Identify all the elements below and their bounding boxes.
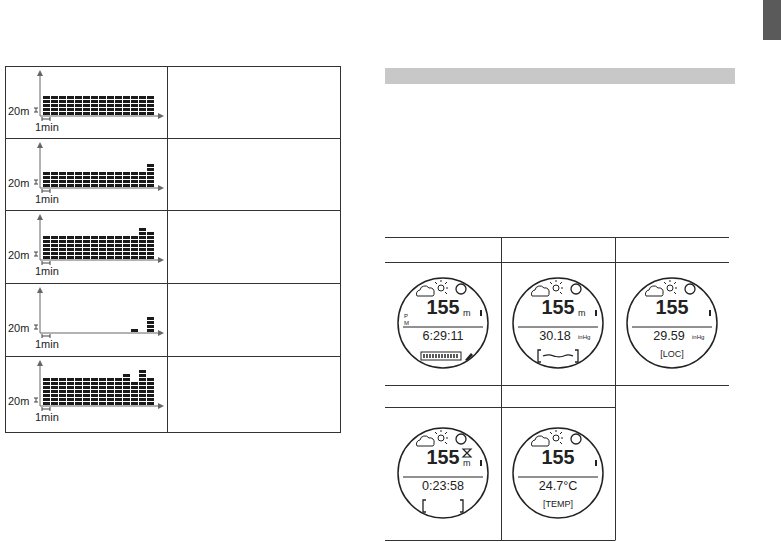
chart-cell: 20m 1min: [5, 66, 167, 138]
level-chart: [34, 214, 164, 265]
time-scale-label: 1min: [35, 339, 59, 350]
lcd-text: 155: [512, 448, 604, 468]
scale-label: 20m: [8, 396, 29, 407]
time-scale-label: 1min: [35, 266, 59, 277]
lcd-text: inHg: [692, 334, 704, 340]
chart-cell: 20m 1min: [5, 138, 167, 210]
scale-label: 20m: [8, 250, 29, 261]
time-scale-label: 1min: [35, 194, 59, 205]
watch-face: [512, 277, 604, 369]
lcd-text: m: [463, 309, 471, 318]
scale-label: 20m: [8, 323, 29, 334]
level-chart: [34, 287, 164, 338]
lcd-text: M: [404, 320, 409, 326]
lcd-text: m: [578, 309, 586, 318]
lcd-text: 6:29:11: [397, 330, 489, 343]
chart-cell: 20m 1min: [5, 210, 167, 282]
watch-display: 155 24.7°C [TEMP]: [512, 427, 604, 519]
lcd-text: m: [463, 459, 471, 468]
lcd-text: [LOC]: [626, 350, 718, 359]
watch-display: 155m PM 6:29:11: [397, 277, 489, 369]
level-chart: [34, 142, 164, 193]
lcd-text: 155: [397, 298, 489, 318]
lcd-text: P: [404, 313, 408, 319]
watch-display: 155m30.18inHg: [512, 277, 604, 369]
chart-cell: 20m 1min: [5, 356, 167, 428]
level-chart: [34, 360, 164, 411]
watch-display: 155m 0:23:58: [397, 427, 489, 519]
language-tab: [763, 0, 781, 40]
chart-graphics: [34, 70, 164, 411]
time-scale-label: 1min: [35, 122, 59, 133]
lcd-text: 24.7°C: [512, 480, 604, 493]
level-chart: [34, 70, 164, 121]
watch-display: 15529.59inHg[LOC]: [626, 277, 718, 369]
watch-face: [397, 277, 489, 369]
lcd-text: 155: [397, 448, 489, 468]
lcd-text: 155: [626, 298, 718, 318]
chart-cell: 20m 1min: [5, 283, 167, 355]
time-scale-label: 1min: [35, 412, 59, 423]
lcd-text: [TEMP]: [512, 500, 604, 509]
chart-table: [6, 67, 341, 433]
display-table: [385, 238, 729, 541]
lcd-text: 155: [512, 298, 604, 318]
lcd-text: inHg: [578, 334, 590, 340]
scale-label: 20m: [8, 178, 29, 189]
lcd-text: 0:23:58: [397, 480, 489, 493]
watch-face: [397, 427, 489, 519]
section-bar: [385, 68, 735, 84]
scale-label: 20m: [8, 106, 29, 117]
